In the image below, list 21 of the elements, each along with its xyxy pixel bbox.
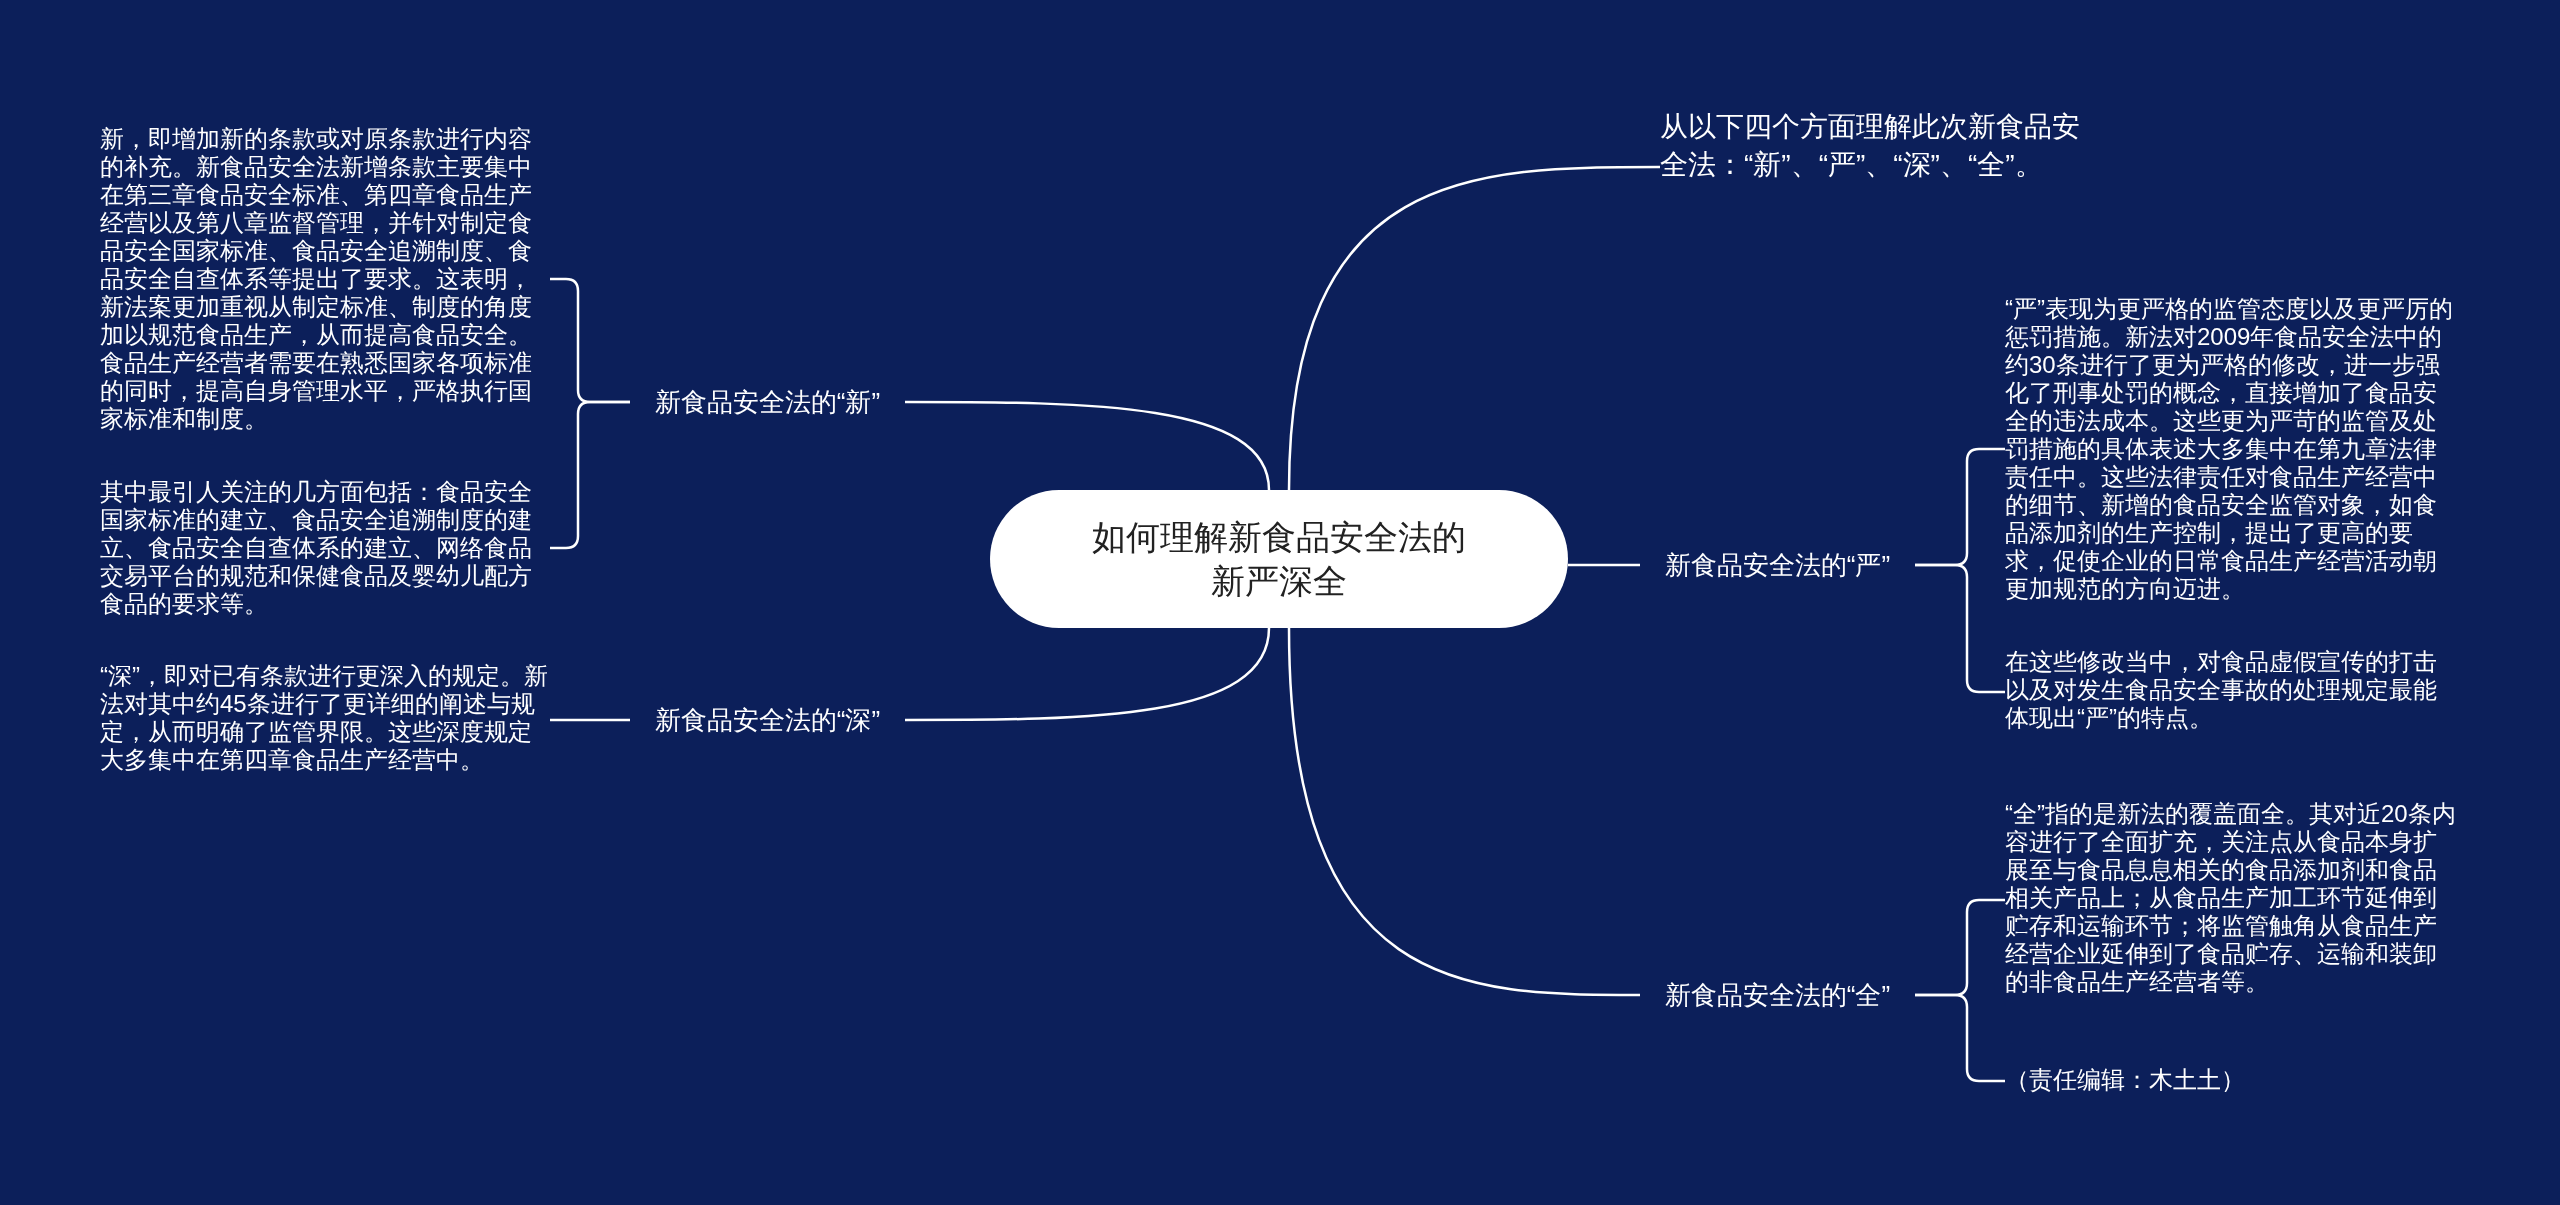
connector-line bbox=[1287, 165, 1660, 491]
branch-label: 新食品安全法的“新” bbox=[630, 382, 905, 422]
connector-line bbox=[905, 627, 1271, 722]
branch-label: 新食品安全法的“深” bbox=[630, 700, 905, 740]
intro-text: 从以下四个方面理解此次新食品安全法：“新”、“严”、“深”、“全”。 bbox=[1660, 108, 2105, 226]
note-text: 在这些修改当中，对食品虚假宣传的打击以及对发生食品安全事故的处理规定最能体现出“严”的特点。 bbox=[2005, 648, 2460, 736]
branch-label: 新食品安全法的“全” bbox=[1640, 975, 1915, 1015]
branch-label: 新食品安全法的“严” bbox=[1640, 545, 1915, 585]
note-text: 新，即增加新的条款或对原条款进行内容的补充。新食品安全法新增条款主要集中在第三章食品安全标准、第四章食品生产经营以及第八章监督管理，并针对制定食品安全国家标准、食品安全追溯制度、食品安全自查体系等提出了要求。这表明，新法案更加重视从制定标准、制度的角度加以规范食品生产，从而提高食品安全。食品生产经营者需要在熟悉国家各项标准的同时，提高自身管理水平，严格执行国家标准和制度。 bbox=[100, 125, 550, 433]
note-text: 其中最引人关注的几方面包括：食品安全国家标准的建立、食品安全追溯制度的建立、食品安全自查体系的建立、网络食品交易平台的规范和保健食品及婴幼儿配方食品的要求等。 bbox=[100, 478, 550, 618]
connector-line bbox=[905, 400, 1271, 491]
note-text: “深”，即对已有条款进行更深入的规定。新法对其中约45条进行了更详细的阐述与规定，从而明确了监管界限。这些深度规定大多集中在第四章食品生产经营中。 bbox=[100, 662, 550, 778]
central-topic-pill: 如何理解新食品安全法的新严深全 bbox=[990, 490, 1568, 628]
connector-line bbox=[1287, 627, 1640, 997]
note-text: “全”指的是新法的覆盖面全。其对近20条内容进行了全面扩充，关注点从食品本身扩展至与食品息息相关的食品添加剂和食品相关产品上；从食品生产加工环节延伸到贮存和运输环节；将监管触角从食品生产经营企业延伸到了食品贮存、运输和装卸的非食品生产经营者等。 bbox=[2005, 800, 2460, 1000]
connector-line bbox=[1915, 563, 2005, 694]
note-text: （责任编辑：木土土） bbox=[2005, 1066, 2305, 1096]
connector-line bbox=[1568, 563, 1640, 567]
connector-line bbox=[550, 718, 630, 722]
connector-line bbox=[1915, 993, 2005, 1083]
note-text: “严”表现为更严格的监管态度以及更严厉的惩罚措施。新法对2009年食品安全法中的约30条进行了更为严格的修改，进一步强化了刑事处罚的概念，直接增加了食品安全的违法成本。这些更为严苛的监管及处罚措施的具体表述大多集中在第九章法律责任中。这些法律责任对食品生产经营中的细节、新增的食品安全监管对象，如食品添加剂的生产控制，提出了更高的要求，促使企业的日常食品生产经营活动朝更加规范的方向迈进。 bbox=[2005, 295, 2460, 603]
